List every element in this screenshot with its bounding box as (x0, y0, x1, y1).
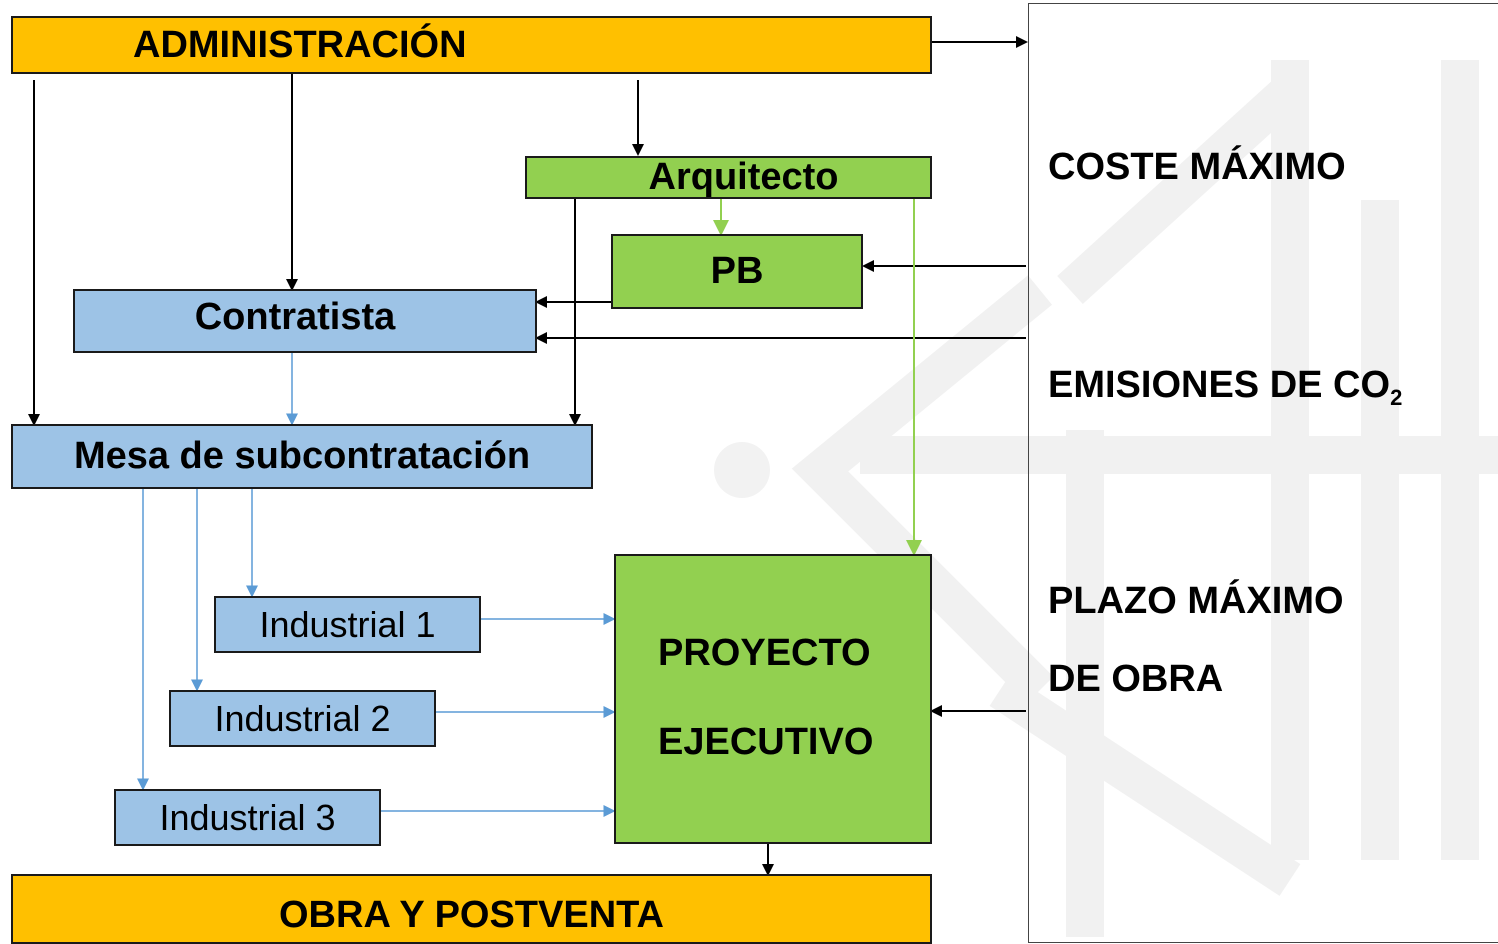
emisiones-text: EMISIONES DE CO (1048, 364, 1391, 406)
ejecutivo-label: EJECUTIVO (658, 721, 874, 763)
industrial-3-box: Industrial 3 (114, 789, 381, 846)
administracion-label: ADMINISTRACIÓN (133, 23, 467, 66)
emisiones-subscript: 2 (1390, 385, 1403, 410)
contratista-box: Contratista (73, 289, 537, 353)
coste-maximo-label: COSTE MÁXIMO (1048, 146, 1346, 188)
pb-box: PB (611, 234, 863, 309)
administracion-box: ADMINISTRACIÓN (11, 16, 932, 74)
arquitecto-box: Arquitecto (525, 156, 932, 199)
industrial-1-box: Industrial 1 (214, 596, 481, 653)
industrial-1-label: Industrial 1 (259, 603, 436, 645)
contratista-label: Contratista (194, 295, 396, 338)
obra-postventa-label: OBRA Y POSTVENTA (279, 894, 664, 936)
proyecto-label: PROYECTO (658, 632, 871, 674)
constraints-panel (1028, 3, 1498, 943)
industrial-3-label: Industrial 3 (159, 796, 336, 838)
proyecto-ejecutivo-box: PROYECTO EJECUTIVO (614, 554, 932, 844)
arquitecto-label: Arquitecto (648, 156, 839, 198)
mesa-subcontratacion-label: Mesa de subcontratación (73, 435, 531, 477)
industrial-2-box: Industrial 2 (169, 690, 436, 747)
mesa-subcontratacion-box: Mesa de subcontratación (11, 424, 593, 489)
de-obra-label: DE OBRA (1048, 658, 1224, 700)
industrial-2-label: Industrial 2 (214, 697, 391, 739)
emisiones-co2-label: EMISIONES DE CO2 (1048, 364, 1402, 411)
plazo-maximo-label: PLAZO MÁXIMO (1048, 580, 1344, 622)
pb-label: PB (710, 250, 764, 292)
obra-postventa-box: OBRA Y POSTVENTA (11, 874, 932, 944)
